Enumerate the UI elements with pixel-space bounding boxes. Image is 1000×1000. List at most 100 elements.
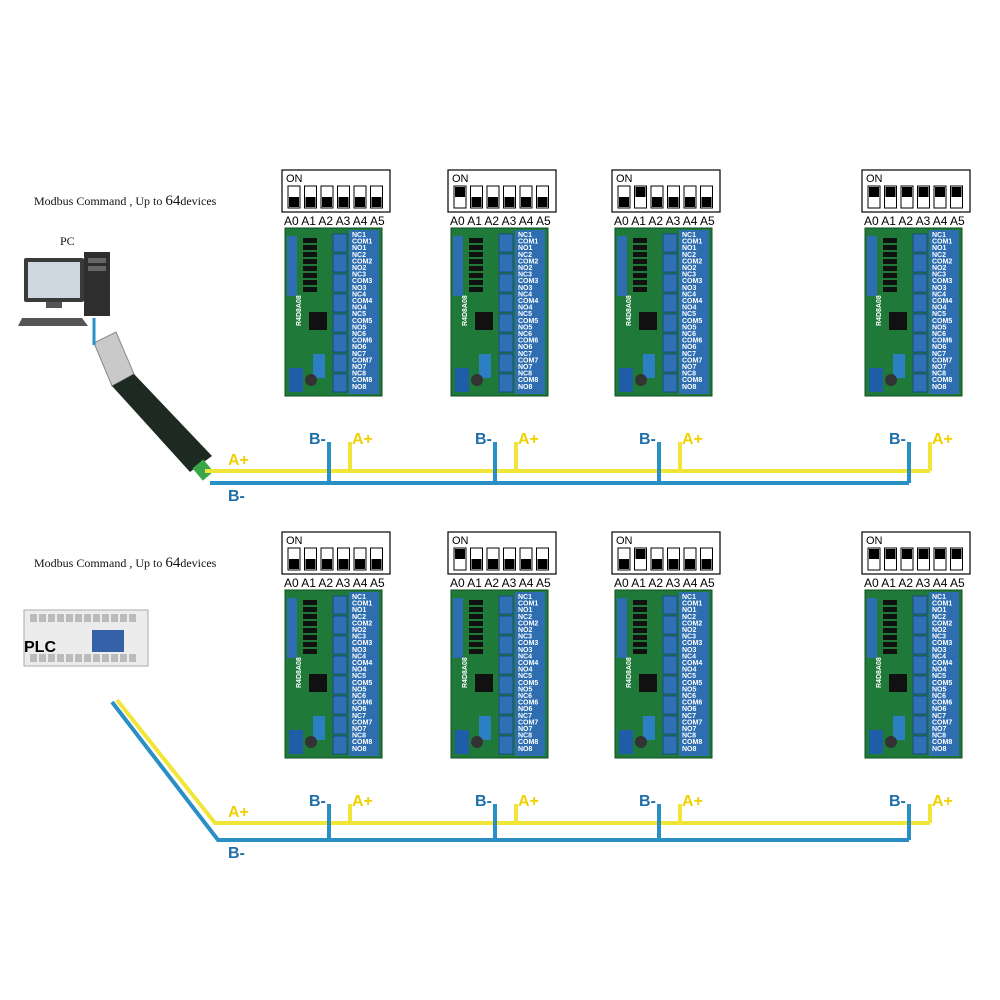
optocoupler: [633, 287, 647, 292]
dip-knob-off: [668, 197, 679, 207]
input-terminal-block: [617, 598, 627, 658]
input-terminal-block: [867, 598, 877, 658]
dip-switch: ON: [611, 531, 721, 575]
terminal-label: NC4: [352, 291, 366, 298]
relay: [332, 333, 348, 353]
terminal-label: COM5: [932, 680, 952, 687]
address-label: A1: [467, 576, 482, 590]
terminal-label: COM2: [352, 258, 372, 265]
board-marking: R4D8A08: [462, 295, 469, 326]
optocoupler: [469, 287, 483, 292]
terminal-label: COM4: [352, 660, 372, 667]
dip-knob-on: [918, 549, 929, 559]
optocoupler: [883, 252, 897, 257]
relay: [498, 313, 514, 333]
relay-board: R4D8A08NC1COM1NO1NC2COM2NO2NC3COM3NO3NC4…: [284, 227, 383, 397]
terminal-label: NC7: [518, 713, 532, 720]
terminal-label: NC2: [682, 614, 696, 621]
dip-position: [536, 185, 549, 209]
plc-terminal: [48, 654, 55, 662]
terminal-label: NO2: [682, 265, 697, 272]
optocoupler: [469, 273, 483, 278]
terminal-label: COM4: [932, 660, 952, 667]
terminal-label: NC5: [682, 673, 696, 680]
terminal-label: COM8: [518, 377, 538, 384]
address-label: A1: [631, 576, 646, 590]
master-label: PC: [60, 234, 75, 248]
terminal-label: NC4: [682, 653, 696, 660]
address-label: A4: [519, 576, 534, 590]
terminal-label: NO6: [932, 706, 947, 713]
power-terminal: [869, 368, 883, 392]
dip-position: [320, 547, 334, 571]
module-b-label: B-: [889, 793, 906, 810]
dip-position: [617, 185, 631, 209]
optocoupler: [883, 600, 897, 605]
relay: [332, 273, 348, 293]
dip-position: [917, 547, 930, 571]
terminal-label: NC1: [932, 232, 946, 239]
relay: [662, 715, 678, 735]
module-b-label: B-: [309, 431, 326, 448]
relay: [662, 695, 678, 715]
relay: [498, 253, 514, 273]
terminal-label: NO8: [932, 746, 947, 753]
terminal-label: NO7: [682, 364, 697, 371]
optocoupler: [303, 628, 317, 633]
row-plc: Modbus Command , Up to 64devices PLCA+B-…: [23, 531, 971, 862]
address-label: A4: [519, 214, 534, 228]
terminal-label: NO7: [352, 726, 367, 733]
terminal-label: NC2: [932, 252, 946, 259]
relay: [662, 635, 678, 655]
terminal-label: NO7: [932, 364, 947, 371]
terminal-label: NO7: [682, 726, 697, 733]
input-terminal-block: [867, 236, 877, 296]
dip-on-label: ON: [452, 535, 469, 547]
relay: [912, 253, 928, 273]
dip-position: [683, 547, 697, 571]
optocoupler: [633, 635, 647, 640]
address-label: A2: [648, 214, 663, 228]
dip-position: [884, 185, 897, 209]
optocoupler: [303, 252, 317, 257]
dip-knob-off: [685, 559, 695, 569]
relay: [912, 715, 928, 735]
dip-knob-on: [869, 549, 879, 559]
dip-knob-off: [355, 197, 365, 207]
optocoupler: [883, 607, 897, 612]
plc-terminal: [75, 654, 82, 662]
pc-icon: [18, 252, 110, 326]
terminal-label: NC1: [352, 232, 366, 239]
dip-on-label: ON: [616, 535, 633, 547]
dip-knob-off: [305, 197, 316, 207]
terminal-label: NC8: [352, 371, 366, 378]
dip-knob-off: [537, 197, 548, 207]
output-terminal-block: [679, 230, 709, 394]
dip-on-label: ON: [286, 535, 303, 547]
terminal-label: NO6: [518, 344, 533, 351]
address-label: A5: [370, 214, 385, 228]
dip-switch: ON: [611, 169, 721, 213]
dip-position: [353, 185, 367, 209]
terminal-label: COM5: [932, 318, 952, 325]
mcu-chip: [889, 312, 907, 330]
relay: [662, 313, 678, 333]
terminal-label: NO8: [682, 746, 697, 753]
module-a-label: A+: [518, 431, 539, 448]
terminal-label: COM8: [352, 739, 372, 746]
terminal-label: COM8: [682, 377, 702, 384]
terminal-label: NC2: [352, 252, 366, 259]
terminal-label: NC6: [682, 693, 696, 700]
dip-position: [667, 547, 680, 571]
terminal-label: COM7: [932, 719, 952, 726]
terminal-label: COM6: [518, 338, 538, 345]
dip-position: [867, 547, 881, 571]
address-label: A1: [301, 214, 316, 228]
terminal-label: COM6: [932, 338, 952, 345]
address-label: A2: [484, 576, 499, 590]
terminal-label: COM5: [682, 680, 702, 687]
terminal-label: COM2: [932, 258, 952, 265]
plc-terminal: [84, 654, 91, 662]
module-b-label: B-: [639, 793, 656, 810]
terminal-label: NO4: [352, 305, 367, 312]
